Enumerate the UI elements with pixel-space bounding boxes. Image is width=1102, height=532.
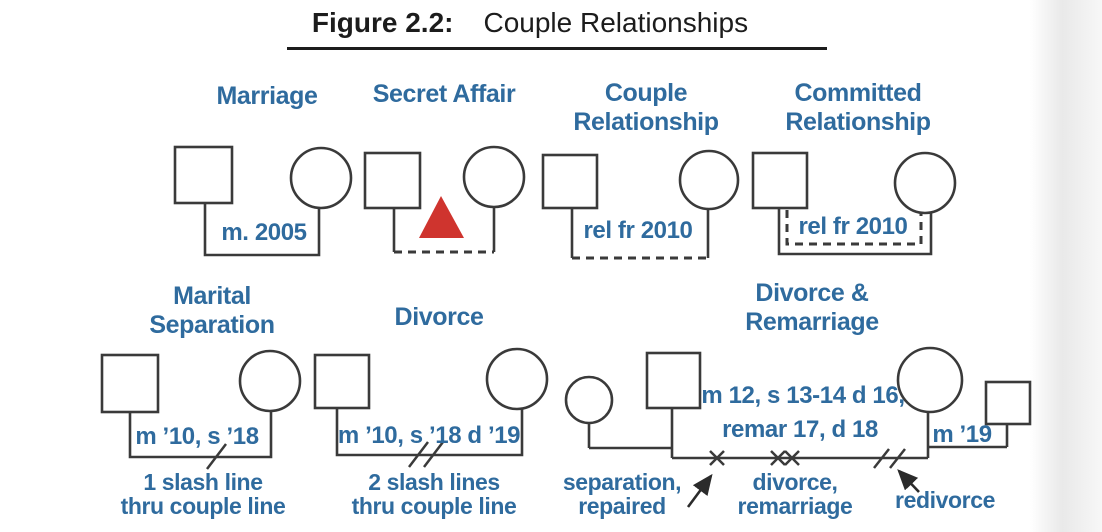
figure-number: Figure 2.2:	[311, 7, 454, 38]
couple-rel-female-circle	[678, 149, 740, 211]
divorce-female-circle	[485, 347, 549, 411]
marital-separation-date-label: m ’10, s ’18	[135, 423, 259, 450]
marital-separation-male-square	[100, 353, 160, 414]
caption-separation-repaired: separation, repaired	[562, 469, 682, 519]
heading-secret-affair: Secret Affair	[372, 80, 516, 108]
caption-one-slash: 1 slash line thru couple line	[120, 469, 286, 519]
remarriage-history-label-line2: remar 17, d 18	[722, 416, 878, 443]
heading-divorce: Divorce	[394, 303, 484, 331]
remarriage-history-label-line1: m 12, s 13-14 d 16,	[701, 382, 905, 409]
heading-couple-relationship: Couple Relationship	[573, 79, 719, 136]
marriage-date-label: m. 2005	[221, 219, 307, 246]
heading-marriage: Marriage	[216, 82, 318, 110]
caption-two-slashes: 2 slash lines thru couple line	[351, 469, 517, 519]
figure-caption: Couple Relationships	[483, 7, 749, 38]
divorce-couple-line	[335, 403, 524, 457]
committed-rel-dashed-line	[785, 210, 923, 246]
heading-marital-separation: Marital Separation	[149, 282, 275, 339]
divorce-remarriage-double-x-mark	[770, 450, 800, 466]
committed-rel-female-circle	[893, 151, 957, 215]
marriage-female-circle	[289, 146, 353, 210]
couple-rel-male-square	[541, 153, 599, 210]
secret-affair-female-circle	[462, 145, 526, 209]
remarriage-male-square	[645, 351, 702, 410]
secret-affair-male-square	[363, 151, 422, 210]
separation-slash-mark	[206, 443, 227, 470]
redivorce-arrow	[897, 469, 920, 493]
redivorce-double-slash-mark	[873, 448, 906, 469]
divorce-slash-marks	[408, 441, 444, 468]
separation-repaired-arrow	[686, 473, 713, 508]
marital-separation-couple-line	[128, 406, 273, 459]
marriage-male-square	[173, 145, 234, 205]
m19-new-partner-square	[984, 380, 1032, 426]
caption-divorce-remarriage: divorce, remarriage	[737, 469, 853, 519]
figure-title: Figure 2.2: Couple Relationships	[312, 7, 748, 39]
heading-committed-relationship: Committed Relationship	[785, 79, 931, 136]
caption-redivorce: redivorce	[895, 487, 995, 513]
marital-separation-female-circle	[238, 349, 302, 413]
m19-date-label: m ’19	[932, 421, 992, 448]
remarriage-ex-partner-circle	[564, 375, 614, 425]
divorce-date-label: m ’10, s ’18 d ’19	[337, 422, 521, 449]
marriage-couple-line	[203, 198, 321, 257]
couple-rel-date-label: rel fr 2010	[583, 217, 693, 244]
committed-rel-solid-line	[777, 203, 933, 256]
remarriage-female-circle	[896, 346, 964, 414]
secret-affair-triangle-icon	[419, 196, 464, 238]
heading-divorce-remarriage: Divorce & Remarriage	[745, 279, 879, 336]
divorce-male-square	[313, 353, 371, 410]
committed-rel-male-square	[751, 151, 809, 210]
title-underline	[287, 47, 827, 50]
committed-rel-date-label: rel fr 2010	[798, 213, 908, 240]
separation-repaired-x-mark	[709, 450, 725, 466]
page-edge-shadow	[1030, 0, 1102, 532]
